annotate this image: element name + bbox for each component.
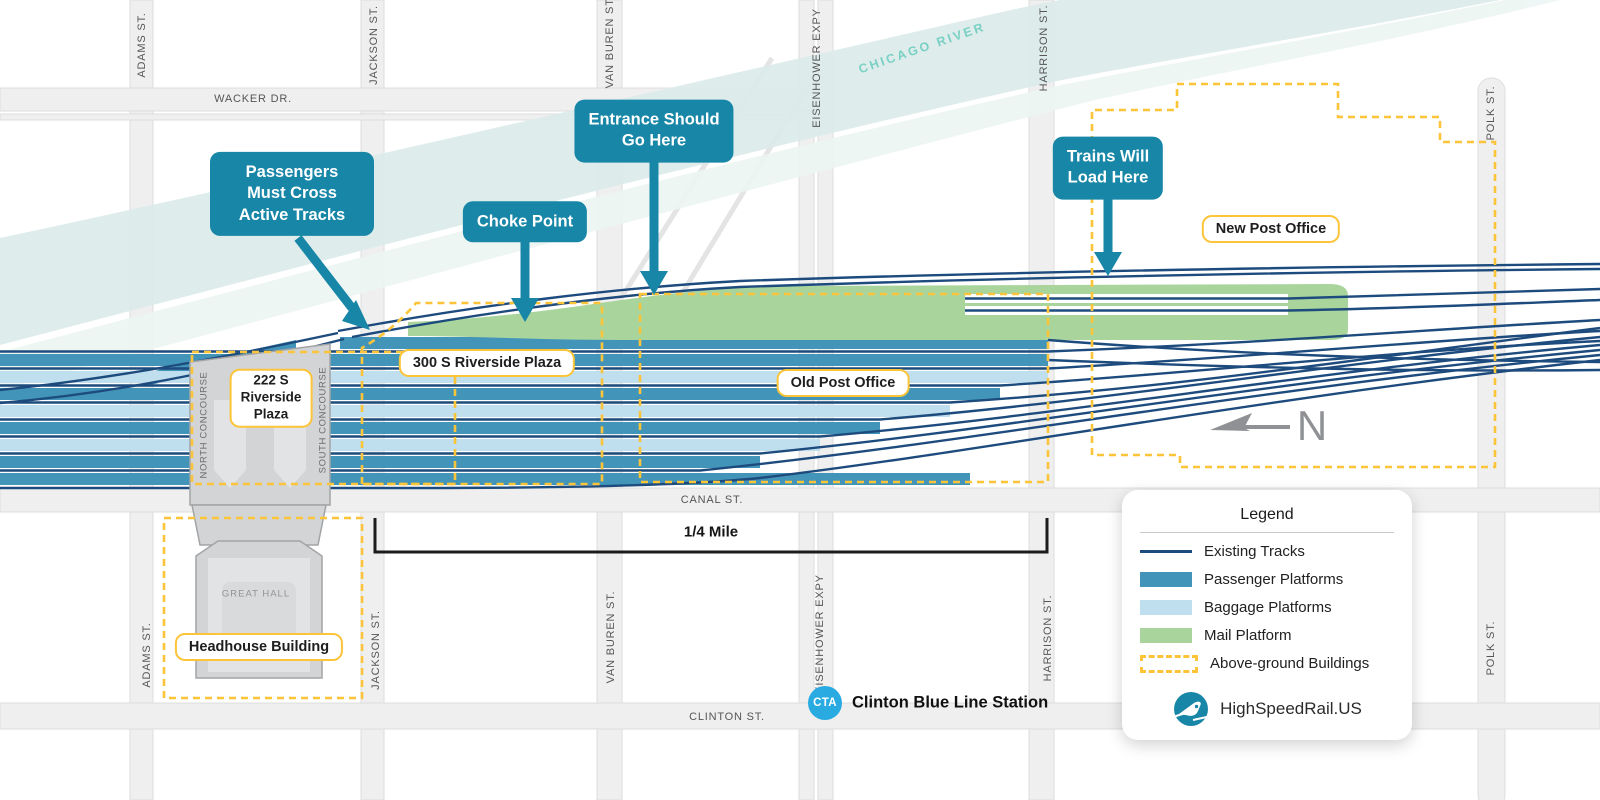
south-concourse-label: SOUTH CONCOURSE (317, 366, 329, 474)
label-headhouse-building: Headhouse Building (174, 632, 344, 662)
street-label-jackson-bottom: JACKSON ST. (370, 610, 382, 690)
above-ground-buildings-swatch-icon (1140, 654, 1198, 673)
cta-badge-icon: CTA (808, 686, 842, 720)
legend-divider (1140, 532, 1394, 533)
street-label-polk-top: POLK ST. (1485, 85, 1497, 141)
legend-item-baggage-platforms: Baggage Platforms (1140, 599, 1412, 616)
street-label-eisenhower-bottom: EISENHOWER EXPY (814, 574, 826, 694)
street-label-vanburen-bottom: VAN BUREN ST. (605, 590, 617, 684)
label-300-s-riverside: 300 S Riverside Plaza (398, 348, 576, 378)
scale-bar-label: 1/4 Mile (683, 523, 739, 541)
callout-trains-load-here: Trains Will Load Here (1052, 136, 1164, 200)
street-label-adams-bottom: ADAMS ST. (141, 622, 153, 688)
legend-item-mail-platform: Mail Platform (1140, 627, 1412, 644)
north-letter: N (1296, 402, 1328, 449)
callout-passengers-must-cross: Passengers Must Cross Active Tracks (210, 151, 374, 237)
baggage-platform-swatch-icon (1140, 600, 1192, 615)
north-arrow-icon (1210, 413, 1290, 431)
north-concourse-label: NORTH CONCOURSE (198, 371, 210, 479)
highspeedrail-logo-icon (1172, 692, 1210, 726)
street-label-eisenhower-top: EISENHOWER EXPY (811, 8, 823, 128)
street-label-polk-bottom: POLK ST. (1485, 620, 1497, 676)
legend-title: Legend (1240, 506, 1294, 523)
callout-arrows (294, 162, 1122, 330)
label-old-post-office: Old Post Office (776, 368, 910, 398)
callout-choke-point: Choke Point (462, 201, 588, 243)
passenger-platform-swatch-icon (1140, 572, 1192, 587)
label-222-s-riverside: 222 S Riverside Plaza (229, 368, 313, 428)
building-outlines (162, 82, 1497, 700)
callout-entrance-here: Entrance Should Go Here (574, 99, 734, 163)
street-label-adams-top: ADAMS ST. (136, 12, 148, 78)
street-label-vanburen-top: VAN BUREN ST. (604, 0, 616, 89)
street-label-harrison-bottom: HARRISON ST. (1042, 594, 1054, 682)
existing-tracks-swatch-icon (1140, 544, 1192, 559)
street-label-jackson-top: JACKSON ST. (368, 5, 380, 85)
legend-panel: Legend Existing Tracks Passenger Platfor… (1122, 490, 1412, 740)
legend-item-existing-tracks: Existing Tracks (1140, 543, 1412, 560)
brand-row: HighSpeedRail.US (1122, 690, 1412, 728)
mail-platform-shape (408, 284, 1348, 340)
brand-label: HighSpeedRail.US (1220, 699, 1362, 718)
tracks-layer (0, 262, 1600, 490)
mail-platform-swatch-icon (1140, 628, 1192, 643)
scale-bar (373, 518, 1049, 554)
legend-item-passenger-platforms: Passenger Platforms (1140, 571, 1412, 588)
street-label-canal: CANAL ST. (680, 494, 744, 506)
legend-item-above-ground-buildings: Above-ground Buildings (1140, 654, 1412, 673)
street-label-harrison-top: HARRISON ST. (1038, 4, 1050, 92)
clinton-station-label: Clinton Blue Line Station (852, 693, 1049, 712)
street-label-clinton: CLINTON ST. (689, 711, 765, 723)
great-hall-label: GREAT HALL (221, 588, 291, 600)
label-new-post-office: New Post Office (1201, 214, 1341, 244)
street-label-wacker: WACKER DR. (214, 93, 292, 105)
